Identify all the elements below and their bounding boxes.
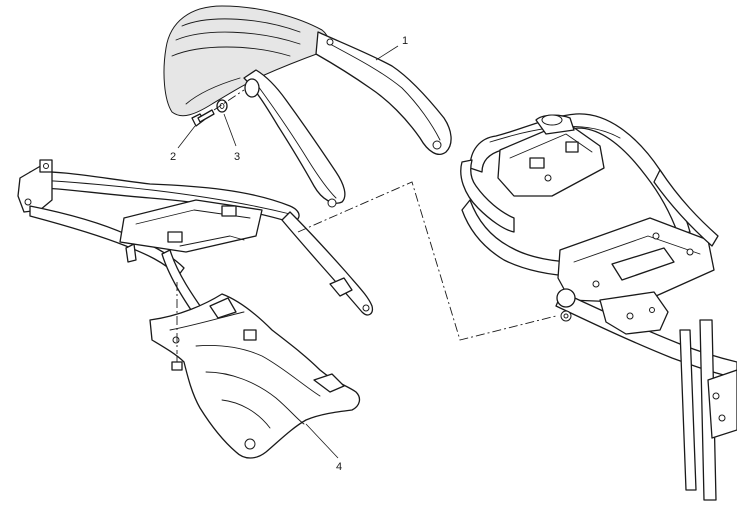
bolt-part: [171, 355, 183, 371]
under-tray-part: [149, 293, 361, 459]
callout-3-label: 3: [234, 151, 240, 163]
screw-part: [191, 109, 215, 127]
callout-1: 1: [375, 35, 408, 61]
callout-3: 3: [223, 113, 240, 163]
callout-4-label: 4: [336, 461, 342, 473]
assembly-path-line: [297, 181, 557, 341]
main-frame-part: [460, 113, 737, 501]
callout-2-label: 2: [170, 151, 176, 163]
callout-1-label: 1: [402, 35, 408, 47]
callout-2: 2: [170, 125, 196, 163]
washer-part: [216, 99, 228, 113]
tail-cowl-part: [163, 5, 452, 208]
callout-4: 4: [305, 423, 342, 473]
